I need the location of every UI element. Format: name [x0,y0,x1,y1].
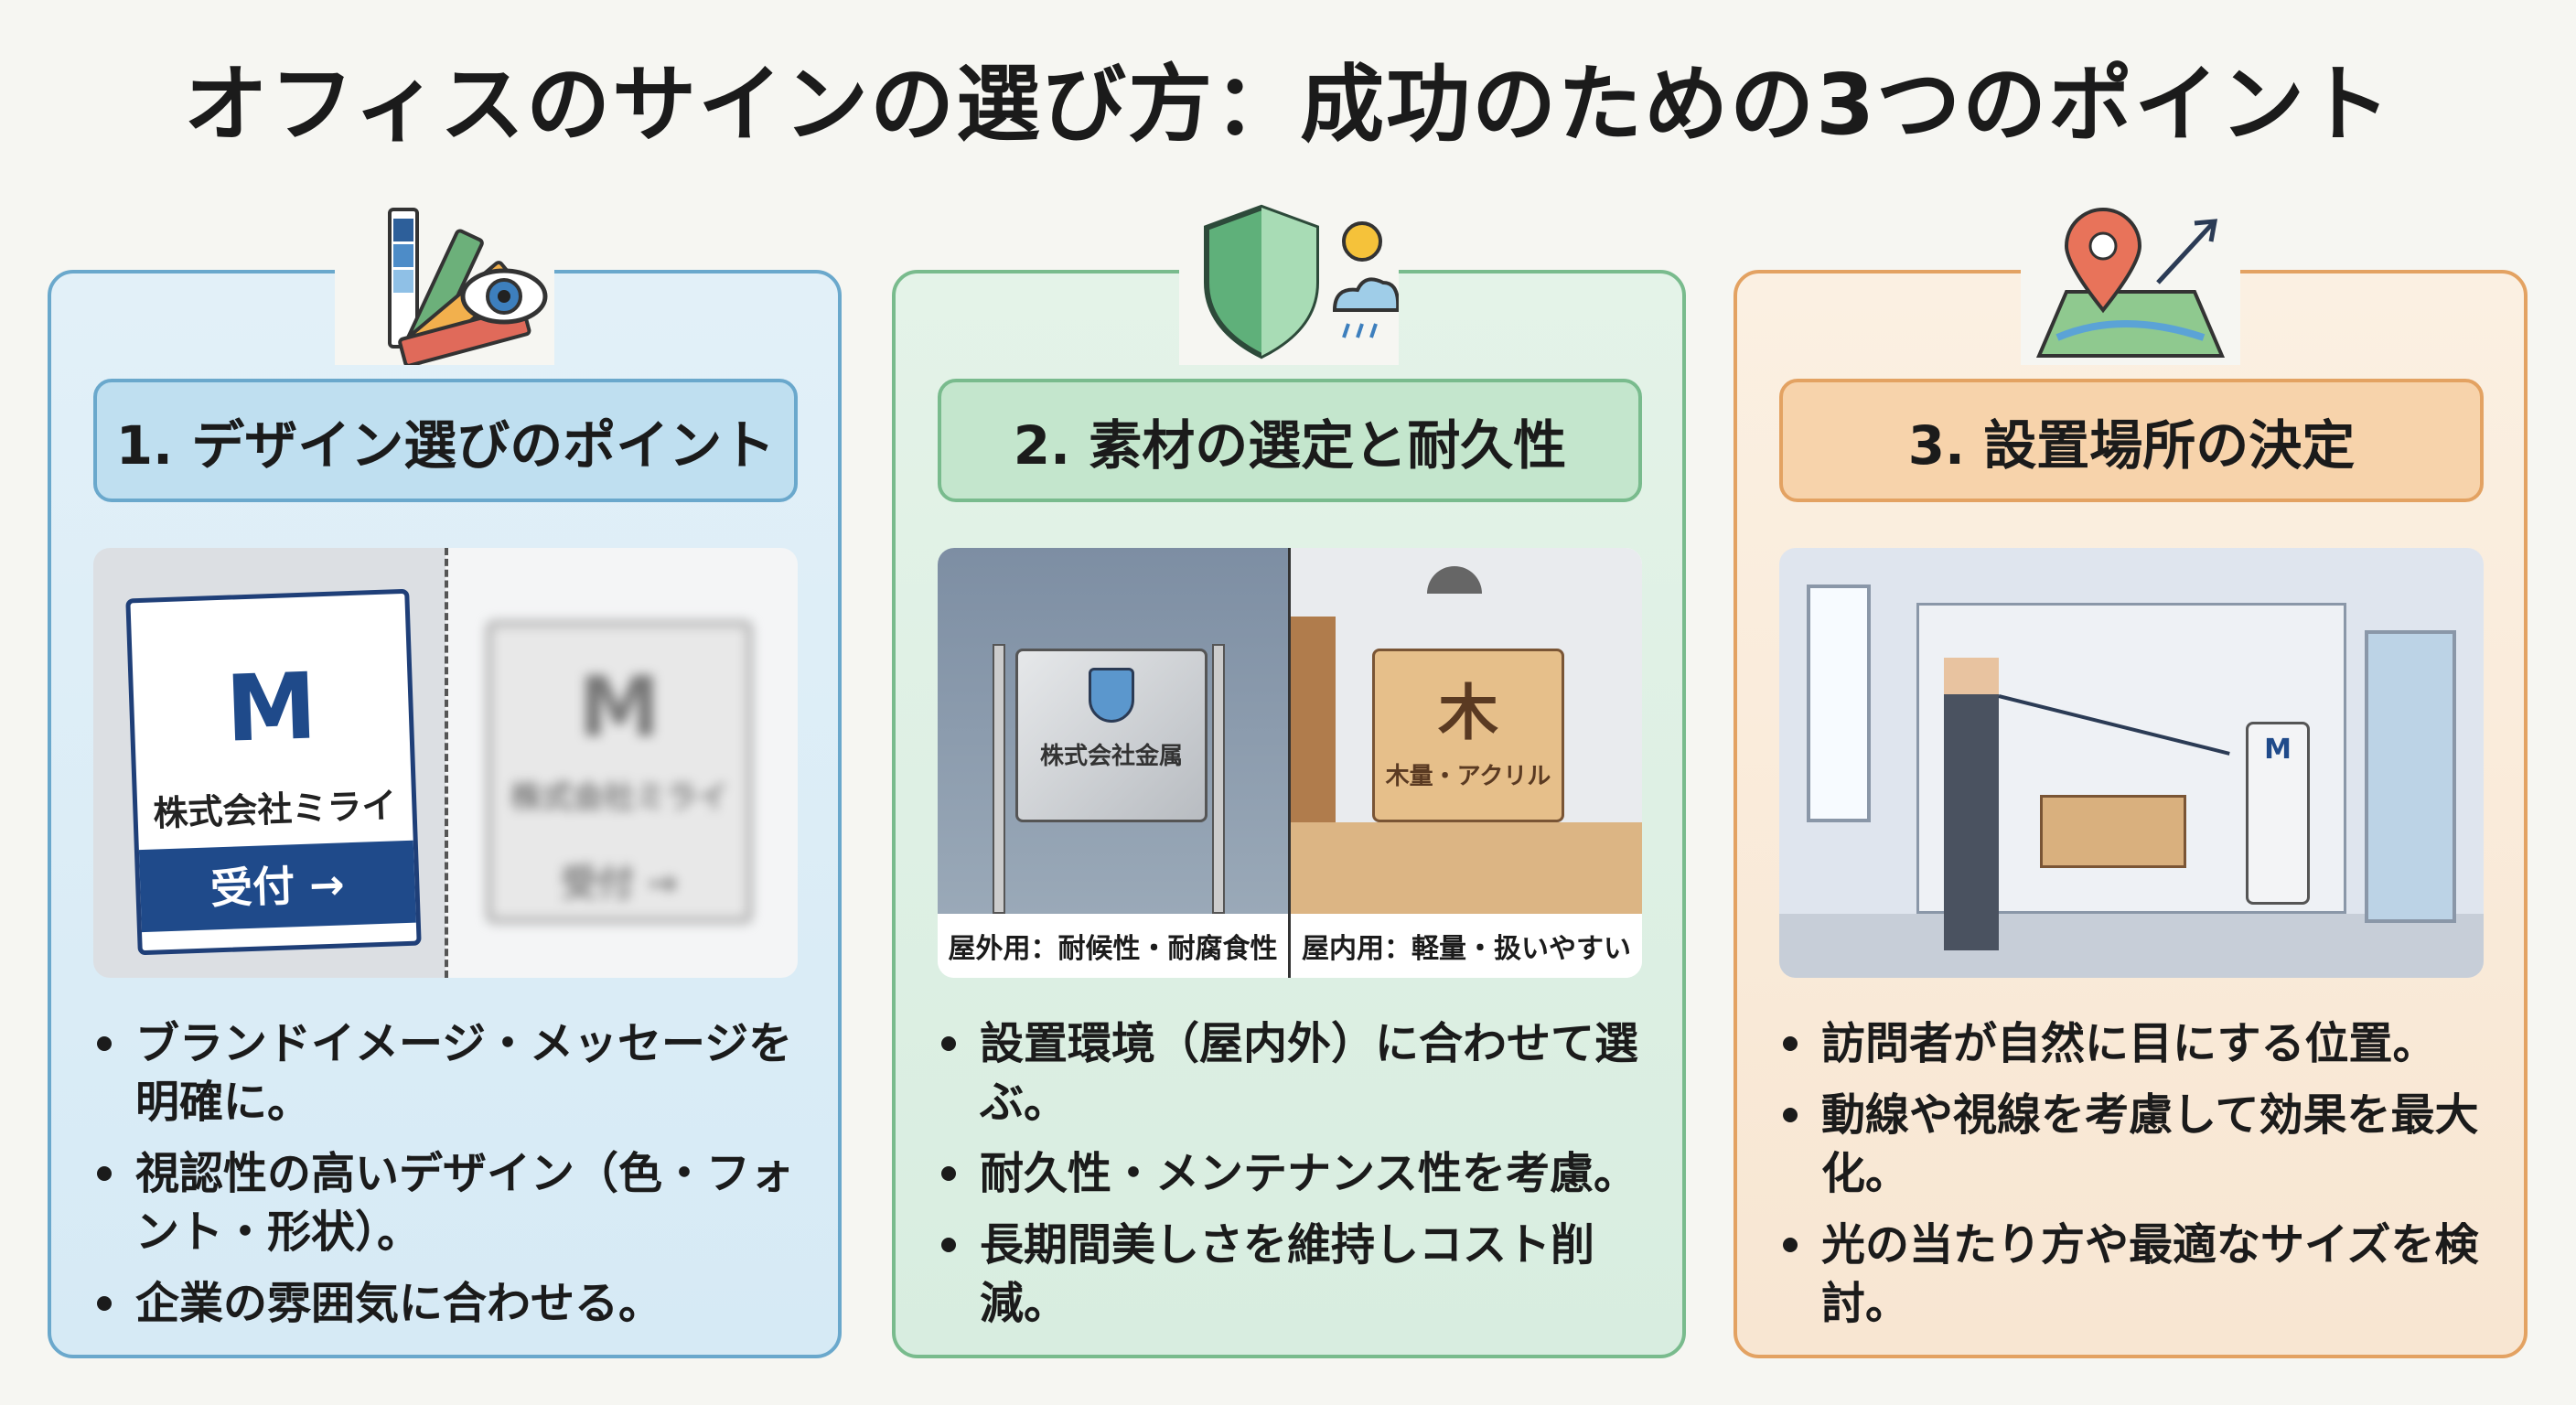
panel-design: 1. デザイン選びのポイント M 株式会社ミライ 受付 → M 株式会社ミライ … [48,200,842,1358]
location-illustration: M [1779,548,2484,978]
kiosk-sign: M [2246,722,2310,905]
sign-company-name: 株式会社ミライ [152,785,398,834]
material-illustration: 株式会社金属 木 木量・アクリル 屋外用：耐候性・耐腐食性 屋内用：軽量・扱いや… [938,548,1642,978]
wood-char: 木 [1438,678,1498,748]
design-illustration: M 株式会社ミライ 受付 → M 株式会社ミライ 受付 → [93,548,798,978]
wood-sign: 木 木量・アクリル [1372,649,1564,822]
person-icon [1944,658,1999,950]
bullet-item: 設置環境（屋内外）に合わせて選ぶ。 [938,1014,1660,1132]
shield-icon [1089,668,1134,723]
blurred-reception: 受付 → [561,863,678,905]
bullet-item: 耐久性・メンテナンス性を考慮。 [938,1144,1660,1203]
caption-indoor: 屋内用：軽量・扱いやすい [1291,914,1642,978]
color-palette-eye-icon [335,200,554,368]
panel-header: 3. 設置場所の決定 [1779,379,2484,502]
bullet-item: 視認性の高いデザイン（色・フォント・形状）。 [93,1144,816,1261]
sign-reception: 受付 → [138,840,416,933]
blurred-company-name: 株式会社ミライ [510,779,728,816]
panel-location: 3. 設置場所の決定 M 訪問者が自然に目にする位置。 動線や視線を考慮して効果… [1733,200,2528,1358]
bullet-item: 訪問者が自然に目にする位置。 [1779,1014,2502,1073]
bullet-list: ブランドイメージ・メッセージを明確に。 視認性の高いデザイン（色・フォント・形状… [93,1014,816,1346]
map-pin-icon [2021,200,2240,365]
panel-header: 2. 素材の選定と耐久性 [938,379,1642,502]
bullet-item: 長期間美しさを維持しコスト削減。 [938,1216,1660,1333]
page-title: オフィスのサインの選び方：成功のための3つのポイント [183,56,2393,154]
metal-sign-text: 株式会社金属 [1039,743,1183,770]
bullet-item: 光の当たり方や最適なサイズを検討。 [1779,1216,2502,1333]
panel-material: 2. 素材の選定と耐久性 株式会社金属 木 木量・アクリル 屋外用：耐候性・耐腐… [892,200,1686,1358]
caption-outdoor: 屋外用：耐候性・耐腐食性 [938,914,1288,978]
kiosk-logo: M [2264,734,2292,766]
logo-icon: M [223,652,319,763]
clear-sign: M 株式会社ミライ 受付 → [125,588,422,956]
panel-header: 1. デザイン選びのポイント [93,379,798,502]
blurred-sign: M 株式会社ミライ 受付 → [487,621,752,923]
wood-sign-text: 木量・アクリル [1385,763,1551,790]
bullet-item: ブランドイメージ・メッセージを明確に。 [93,1014,816,1132]
bullet-item: 動線や視線を考慮して効果を最大化。 [1779,1086,2502,1203]
metal-sign: 株式会社金属 [1015,649,1208,822]
bullet-item: 企業の雰囲気に合わせる。 [93,1274,816,1333]
bullet-list: 訪問者が自然に目にする位置。 動線や視線を考慮して効果を最大化。 光の当たり方や… [1779,1014,2502,1346]
bullet-list: 設置環境（屋内外）に合わせて選ぶ。 耐久性・メンテナンス性を考慮。 長期間美しさ… [938,1014,1660,1346]
shield-weather-icon [1179,200,1401,365]
